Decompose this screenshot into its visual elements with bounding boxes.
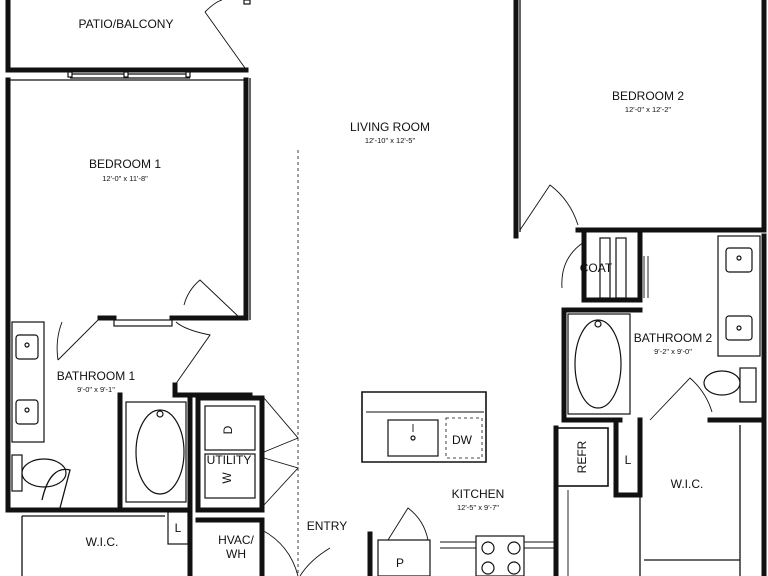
linen-closet-2-label: L: [625, 453, 632, 467]
pantry-label: P: [396, 556, 404, 570]
utility-label: UTILITY: [207, 453, 252, 467]
wic-2-label: W.I.C.: [671, 477, 704, 491]
wic-2: [613, 417, 741, 576]
wic-1-label: W.I.C.: [86, 535, 119, 549]
patio-balcony: [5, 0, 251, 79]
kitchen-dims: 12'-5" x 9'-7": [457, 503, 499, 512]
utility-room: [195, 395, 299, 513]
linen-closet-1-label: L: [175, 521, 182, 535]
bathroom-2-label: BATHROOM 2: [634, 331, 713, 345]
refrigerator: [553, 425, 609, 489]
bedroom-1: [5, 77, 251, 361]
bathroom-1-dims: 9'-0" x 9'-1": [77, 385, 115, 394]
kitchen-island: [361, 391, 487, 463]
bathroom-1-label: BATHROOM 1: [57, 369, 136, 383]
coat-label: COAT: [580, 261, 613, 275]
bedroom-2-label: BEDROOM 2: [612, 89, 684, 103]
refrigerator-label: REFR: [575, 440, 589, 473]
hvac-closet: [195, 517, 331, 576]
dishwasher-label: DW: [452, 433, 473, 447]
patio-balcony-label: PATIO/BALCONY: [79, 17, 174, 31]
bedroom-1-label: BEDROOM 1: [89, 157, 161, 171]
dryer-label: D: [221, 425, 235, 434]
bathroom-2: [561, 233, 767, 576]
kitchen-label: KITCHEN: [452, 487, 505, 501]
washer-label: W: [220, 472, 234, 484]
coat-closet: [561, 229, 649, 303]
hvac-label-line1: HVAC/: [218, 533, 254, 547]
bathtub-1: [117, 392, 193, 513]
wic-1: [5, 507, 193, 576]
bedroom-1-dims: 12'-0" x 11'-8": [102, 174, 148, 183]
bathroom-1: [5, 315, 253, 513]
hvac-label-line2: WH: [226, 547, 246, 561]
bedroom-2-dims: 12'-0" x 12'-2": [625, 105, 671, 114]
kitchen: [367, 483, 569, 576]
bedroom-2: [513, 0, 767, 239]
bathroom-2-dims: 9'-2" x 9'-0": [654, 347, 692, 356]
living-room-dims: 12'-10" x 12'-5": [365, 136, 416, 145]
living-room-label: LIVING ROOM: [350, 120, 430, 134]
entry-label: ENTRY: [307, 519, 347, 533]
